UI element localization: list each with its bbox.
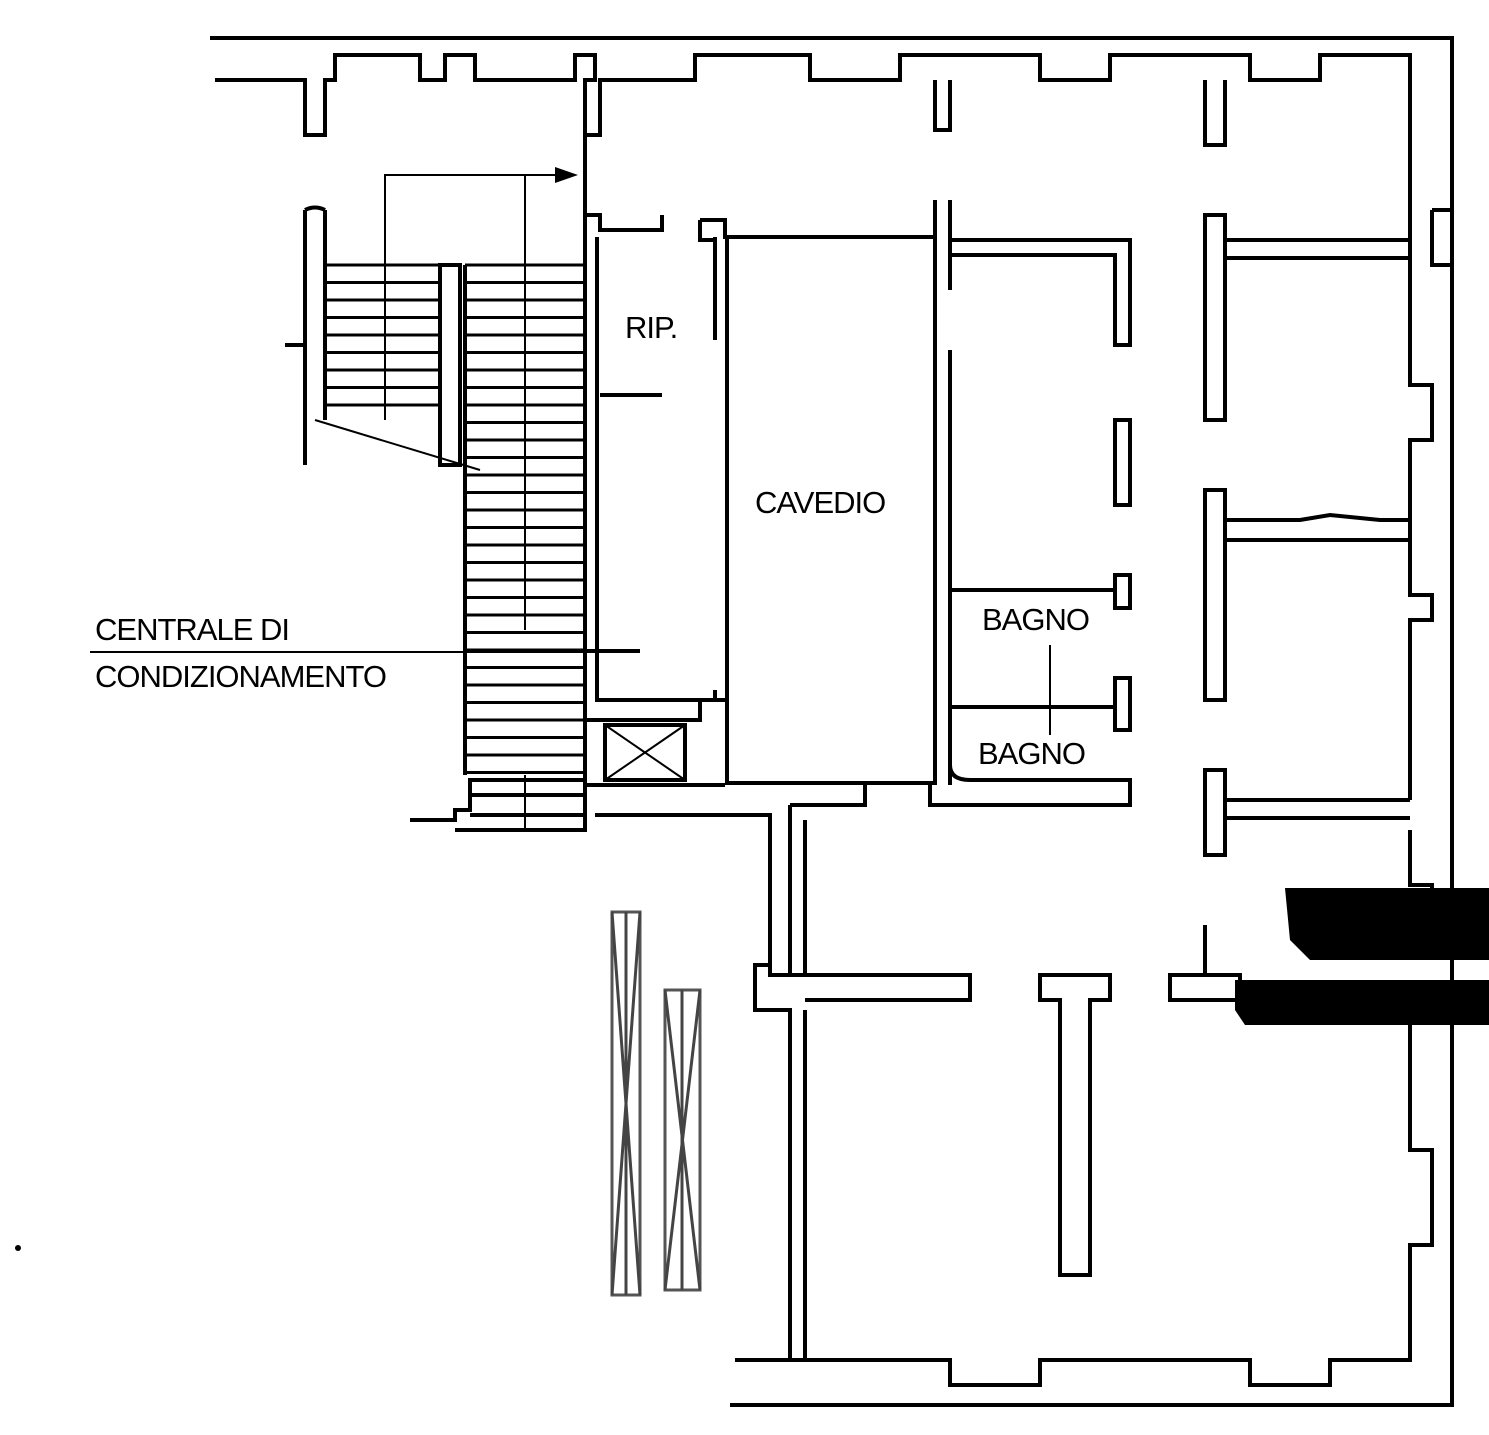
hvac-callout: CENTRALE DI CONDIZIONAMENTO bbox=[90, 612, 640, 694]
label-hvac-line2: CONDIZIONAMENTO bbox=[95, 659, 386, 694]
stair-hall bbox=[285, 135, 587, 832]
storage-room: RIP. bbox=[585, 213, 717, 702]
redaction-blocks bbox=[1235, 888, 1489, 1025]
bathrooms: BAGNO BAGNO bbox=[928, 238, 1132, 807]
label-courtyard: CAVEDIO bbox=[755, 485, 885, 520]
label-bathroom-lower: BAGNO bbox=[978, 736, 1085, 771]
stair-treads bbox=[325, 263, 585, 774]
label-bathroom-upper: BAGNO bbox=[982, 602, 1089, 637]
elevator bbox=[585, 698, 725, 787]
speck bbox=[15, 1245, 21, 1251]
label-hvac-line1: CENTRALE DI bbox=[95, 612, 289, 647]
hatched-strips bbox=[610, 910, 702, 1297]
exterior-walls bbox=[210, 36, 1454, 1407]
courtyard: CAVEDIO bbox=[698, 200, 952, 785]
label-storage: RIP. bbox=[625, 310, 677, 345]
east-rooms bbox=[1203, 213, 1410, 977]
